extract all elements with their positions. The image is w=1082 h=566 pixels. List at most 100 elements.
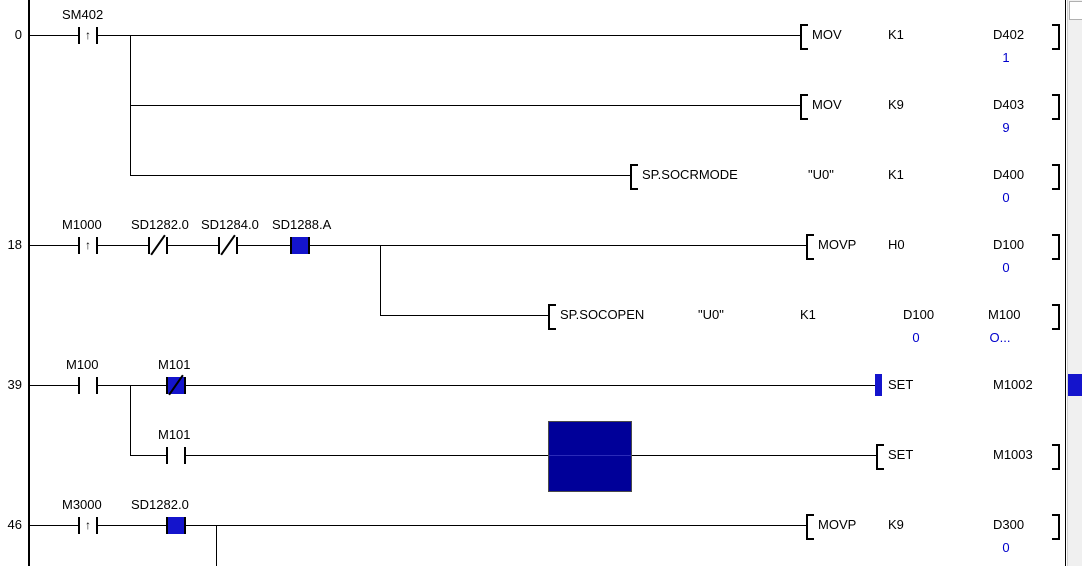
contact-sd1284-0[interactable] xyxy=(218,234,238,256)
operand: M1002 xyxy=(993,377,1033,392)
rung-number-18: 18 xyxy=(7,237,22,252)
contact-bar xyxy=(166,517,168,534)
right-bus-bar xyxy=(1065,0,1066,566)
operand: D400 xyxy=(993,167,1025,182)
operand: D100 xyxy=(903,307,935,322)
scrollbar-thumb[interactable] xyxy=(1069,1,1082,20)
wire-h xyxy=(130,105,800,106)
wire-v xyxy=(216,525,217,566)
instruction-bracket-left xyxy=(806,514,814,540)
instruction-bracket-right xyxy=(1052,514,1060,540)
operand: D300 xyxy=(993,517,1025,532)
instruction-socopen[interactable]: SP.SOCOPEN "U0" K1 D100 M100 0 O... xyxy=(548,304,1066,345)
rung-number-46: 46 xyxy=(7,517,22,532)
rising-edge-icon: ↑ xyxy=(85,28,91,42)
instruction-bracket-right xyxy=(1052,304,1060,330)
operand: K1 xyxy=(800,307,816,322)
vertical-scrollbar[interactable] xyxy=(1067,0,1082,566)
instruction-movp-d100[interactable]: MOVP H0 D100 0 xyxy=(806,234,1066,275)
contact-bar xyxy=(96,377,98,394)
monitor-value: O... xyxy=(989,330,1011,345)
instruction-mov-d403[interactable]: MOV K9 D403 9 xyxy=(800,94,1066,135)
operand: M1003 xyxy=(993,447,1033,462)
rung-number-0: 0 xyxy=(14,27,22,42)
wire-h xyxy=(380,315,548,316)
device-label-m100: M100 xyxy=(66,357,99,372)
instruction-bracket-left xyxy=(876,444,884,470)
monitor-value: 0 xyxy=(1002,540,1010,555)
contact-m1000[interactable]: ↑ xyxy=(78,237,98,254)
contact-bar xyxy=(148,237,150,254)
contact-bar xyxy=(78,237,80,254)
contact-m101-nc[interactable] xyxy=(166,374,186,396)
contact-bar xyxy=(166,237,168,254)
operand: D402 xyxy=(993,27,1025,42)
instruction-set-m1003[interactable]: SET M1003 xyxy=(876,444,1066,470)
contact-bar xyxy=(290,237,292,254)
instruction-bracket-right xyxy=(1052,444,1060,470)
contact-sm402[interactable]: ↑ xyxy=(78,27,98,44)
monitor-value: 1 xyxy=(1002,50,1010,65)
device-label-sd1288-a: SD1288.A xyxy=(272,217,332,232)
operand: K9 xyxy=(888,517,904,532)
contact-bar xyxy=(78,27,80,44)
monitor-value: 9 xyxy=(1002,120,1010,135)
contact-m100[interactable] xyxy=(78,377,98,394)
energized-bracket-left xyxy=(875,374,882,396)
operand: "U0" xyxy=(698,307,724,322)
operand: H0 xyxy=(888,237,905,252)
contact-sd1282-0[interactable] xyxy=(148,234,168,256)
contact-bar xyxy=(166,447,168,464)
instruction-mov-d402[interactable]: MOV K1 D402 1 xyxy=(800,24,1066,65)
wire-v xyxy=(380,245,381,316)
edit-cursor-seam xyxy=(549,455,631,456)
contact-bar xyxy=(78,517,80,534)
contact-bar xyxy=(184,377,186,394)
contact-bar xyxy=(184,517,186,534)
wire-h xyxy=(28,525,806,526)
wire-h xyxy=(130,455,876,456)
monitor-value: 0 xyxy=(912,330,920,345)
operand: "U0" xyxy=(808,167,834,182)
opcode: SET xyxy=(888,447,914,462)
operand: K9 xyxy=(888,97,904,112)
contact-sd1288-a[interactable] xyxy=(290,237,310,254)
contact-sd1282-0-r46[interactable] xyxy=(166,517,186,534)
instruction-bracket-right xyxy=(1052,164,1060,190)
instruction-bracket-left xyxy=(800,94,808,120)
device-label-m101: M101 xyxy=(158,357,191,372)
contact-bar xyxy=(184,447,186,464)
instruction-socrmode[interactable]: SP.SOCRMODE "U0" K1 D400 0 xyxy=(630,164,1066,205)
operand: D403 xyxy=(993,97,1025,112)
left-bus-bar xyxy=(28,0,30,566)
operand: K1 xyxy=(888,27,904,42)
monitor-value: 0 xyxy=(1002,260,1010,275)
rising-edge-icon: ↑ xyxy=(85,238,91,252)
opcode: SET xyxy=(888,377,914,392)
contact-bar xyxy=(78,377,80,394)
contact-m3000[interactable]: ↑ xyxy=(78,517,98,534)
contact-bar xyxy=(308,237,310,254)
contact-bar xyxy=(96,27,98,44)
operand: K1 xyxy=(888,167,904,182)
wire-v xyxy=(130,385,131,456)
instruction-bracket-right xyxy=(1052,234,1060,260)
instruction-movp-d300[interactable]: MOVP K9 D300 0 xyxy=(806,514,1066,555)
opcode: MOVP xyxy=(818,237,857,252)
device-label-sd1282-0: SD1282.0 xyxy=(131,217,189,232)
opcode: SP.SOCOPEN xyxy=(560,307,645,322)
operand: M100 xyxy=(988,307,1021,322)
contact-bar xyxy=(96,517,98,534)
energized-fill xyxy=(168,517,184,534)
wire-h xyxy=(28,35,800,36)
opcode: SP.SOCRMODE xyxy=(642,167,738,182)
contact-bar xyxy=(96,237,98,254)
device-label-m101-branch: M101 xyxy=(158,427,191,442)
monitor-value: 0 xyxy=(1002,190,1010,205)
contact-m101-branch[interactable] xyxy=(166,447,186,464)
wire-h xyxy=(28,385,875,386)
energized-bracket-right xyxy=(1068,374,1082,396)
instruction-bracket-left xyxy=(630,164,638,190)
instruction-set-m1002[interactable]: SET M1002 xyxy=(875,374,1082,396)
